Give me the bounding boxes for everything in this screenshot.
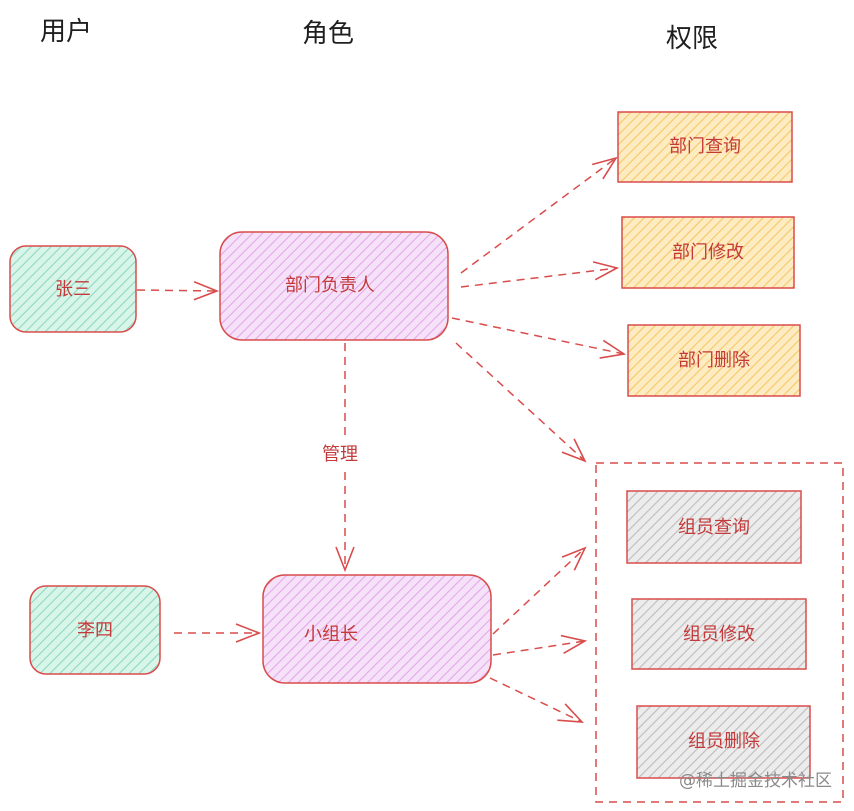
role-node-dept-head: 部门负责人 (219, 231, 449, 341)
user-label: 张三 (55, 279, 91, 300)
edges (136, 158, 624, 722)
permission-label: 部门删除 (678, 350, 750, 371)
header-users: 用户 (40, 17, 92, 47)
edge-label-manage: 管理 (322, 444, 358, 465)
header-permissions: 权限 (666, 24, 718, 54)
permission-label: 组员查询 (678, 517, 750, 538)
permission-node-member-query: 组员查询 (626, 490, 802, 564)
permission-label: 部门查询 (669, 136, 741, 157)
role-label: 小组长 (304, 624, 358, 645)
permission-node-member-delete: 组员删除 (636, 705, 811, 779)
edge-dept-head-to-team-group (455, 342, 585, 461)
permission-node-member-edit: 组员修改 (631, 598, 807, 670)
edge-dept-head-to-dept-delete (451, 317, 624, 354)
permission-node-dept-edit: 部门修改 (621, 216, 795, 289)
user-label: 李四 (77, 620, 113, 641)
role-label: 部门负责人 (285, 275, 375, 296)
permission-label: 组员删除 (688, 731, 760, 752)
edge-zhangsan-to-dept-head (136, 290, 217, 291)
watermark: @稀土掘金技术社区 (679, 771, 832, 791)
edge-team-lead-to-member-edit (492, 641, 585, 656)
role-node-team-lead: 小组长 (262, 574, 492, 684)
header-roles: 角色 (302, 19, 354, 49)
user-node-lisi: 李四 (29, 585, 161, 675)
edge-team-lead-to-member-delete (489, 677, 582, 722)
permission-label: 部门修改 (672, 242, 744, 263)
permission-node-dept-query: 部门查询 (617, 111, 793, 183)
user-node-zhangsan: 张三 (9, 245, 137, 333)
permission-node-dept-delete: 部门删除 (627, 324, 801, 397)
edge-dept-head-to-dept-edit (460, 268, 617, 288)
permission-label: 组员修改 (683, 624, 755, 645)
edge-dept-head-to-dept-query (460, 158, 616, 274)
edge-team-lead-to-member-query (492, 548, 585, 635)
